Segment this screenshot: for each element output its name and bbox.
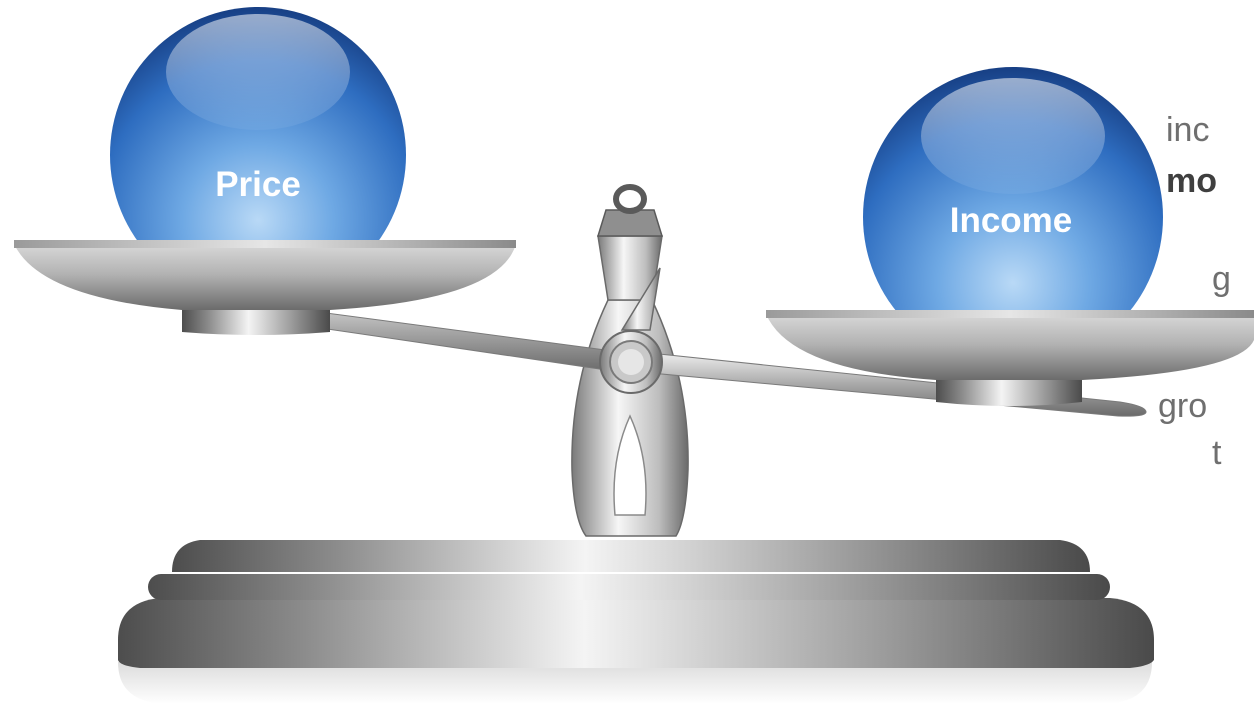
side-text-line-3: g [1212, 260, 1231, 298]
income-label: Income [950, 201, 1073, 240]
side-text-line-2: mo [1166, 162, 1217, 200]
income-ball: Income [863, 67, 1163, 367]
price-ball: Price [110, 7, 406, 303]
scale-base [118, 540, 1154, 704]
side-text-line-5: t [1212, 434, 1222, 472]
side-text-line-1: inc [1166, 111, 1210, 149]
price-label: Price [215, 165, 301, 204]
left-pan: Price [14, 7, 516, 335]
right-pan: Income [766, 67, 1254, 406]
side-text-line-4: gro [1158, 387, 1208, 425]
